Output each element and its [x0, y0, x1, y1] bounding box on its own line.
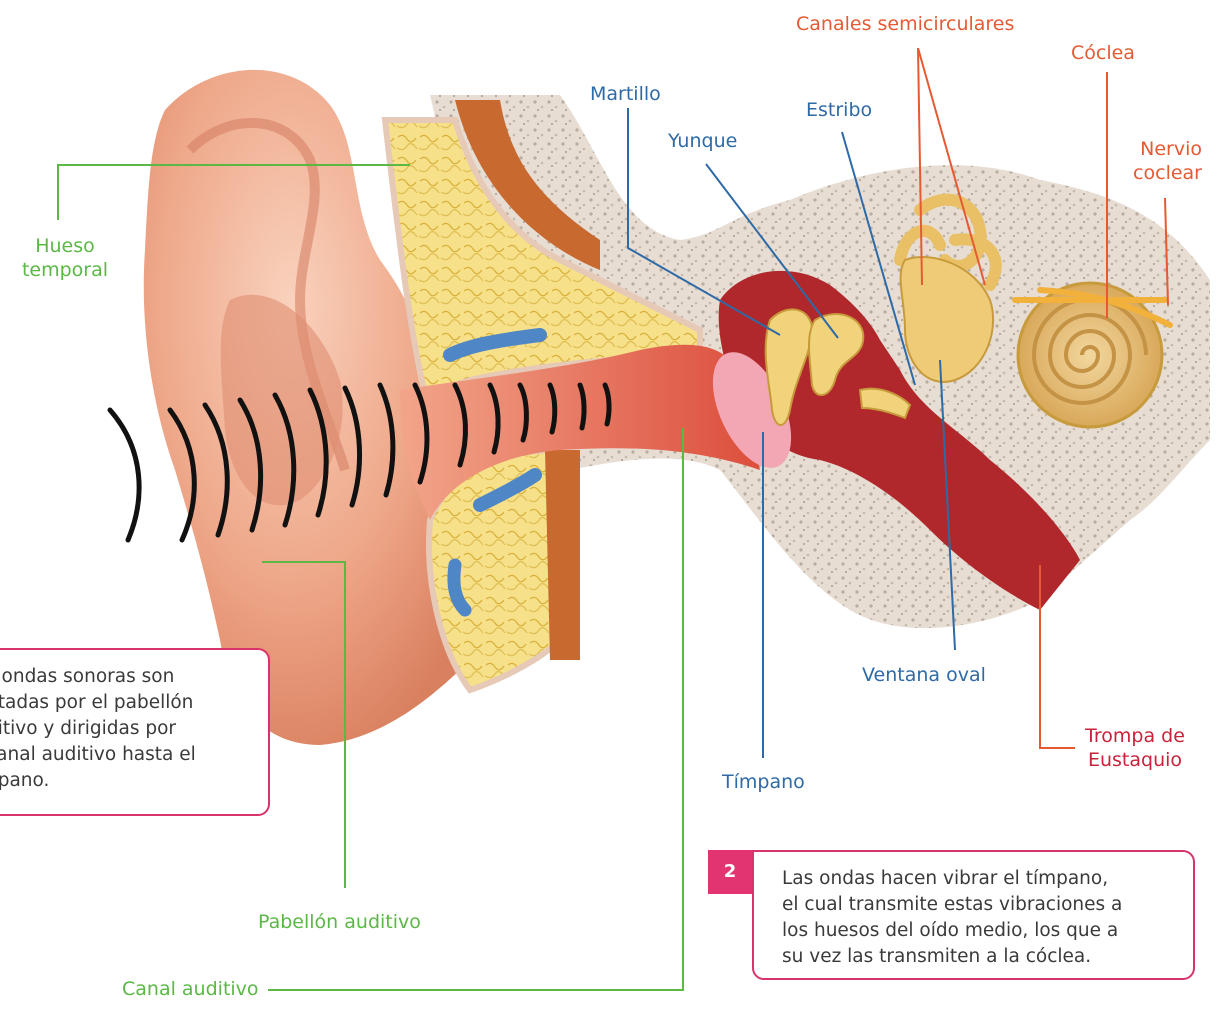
info-box-2: Las ondas hacen vibrar el tímpano, el cu… — [752, 850, 1195, 980]
sound-wave-1 — [110, 410, 139, 540]
info-box-1-text: s ondas sonoras son ptadas por el pabell… — [0, 664, 271, 794]
cochlea-shape — [1018, 283, 1162, 427]
info-box-2-text: Las ondas hacen vibrar el tímpano, el cu… — [782, 866, 1192, 970]
info-box-2-number: 2 — [708, 850, 752, 894]
label-martillo: Martillo — [590, 82, 661, 106]
label-coclea: Cóclea — [1071, 41, 1135, 65]
label-estribo: Estribo — [806, 98, 872, 122]
brown-strip-lower — [545, 450, 580, 660]
label-timpano: Tímpano — [722, 770, 805, 794]
label-canales-semicirculares: Canales semicirculares — [796, 12, 1014, 36]
label-canal-auditivo: Canal auditivo — [122, 977, 259, 1001]
label-ventana-oval: Ventana oval — [862, 663, 986, 687]
label-nervio-coclear: Nervio coclear — [1110, 137, 1202, 185]
label-yunque: Yunque — [668, 129, 737, 153]
info-box-1: s ondas sonoras son ptadas por el pabell… — [0, 648, 270, 816]
label-pabellon-auditivo: Pabellón auditivo — [258, 910, 421, 934]
label-trompa-eustaquio: Trompa de Eustaquio — [1072, 724, 1198, 772]
label-hueso-temporal: Hueso temporal — [20, 234, 110, 282]
